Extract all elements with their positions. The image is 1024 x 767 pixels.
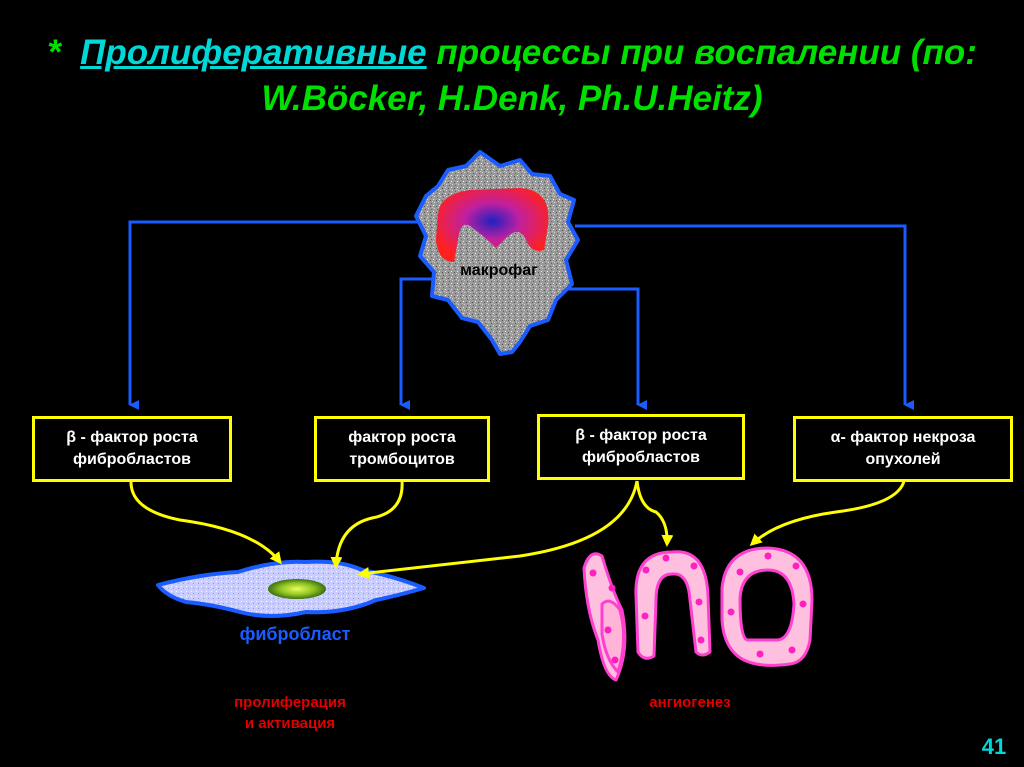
angiogenesis-vessels: [582, 546, 814, 682]
fibroblast-label: фибробласт: [239, 624, 351, 644]
title-rest: процессы при воспалении (по:: [426, 33, 977, 72]
factor-box-4: α- фактор некроза опухолей: [793, 416, 1013, 482]
slide-title: * Пролиферативные процессы при воспалени…: [0, 30, 1024, 122]
yellow-arrows: [129, 480, 906, 579]
factor-box-1-line-1: β - фактор роста: [66, 429, 198, 446]
fibroblast-nucleus: [268, 579, 326, 599]
title-emphasis: Пролиферативные: [80, 33, 427, 72]
factor-box-1: β - фактор роста фибробластов: [32, 416, 232, 482]
arrow-to-box-2: [399, 277, 440, 410]
vessel-ring: [720, 546, 814, 667]
vessel-arch: [634, 550, 712, 660]
factor-box-2-line-2: тромбоцитов: [349, 451, 455, 468]
arrow-to-box-3: [562, 287, 647, 410]
macrophage-label: макрофаг: [460, 262, 538, 279]
title-star: *: [47, 33, 61, 72]
angiogenesis-label: ангиогенез: [649, 694, 731, 711]
proliferation-label: пролиферация и активация: [190, 692, 390, 734]
factor-box-2: фактор роста тромбоцитов: [314, 416, 490, 482]
factor-box-3-line-1: β - фактор роста: [575, 427, 707, 444]
factor-box-4-line-2: опухолей: [865, 451, 941, 468]
macrophage-cell: [414, 150, 580, 356]
arrow-to-box-1: [128, 220, 430, 410]
factor-box-3-line-2: фибробластов: [582, 449, 700, 466]
vessel-nuclei: [589, 552, 807, 664]
proliferation-label-line-2: и активация: [244, 715, 336, 732]
arrow-box1-to-fibroblast: [129, 480, 282, 565]
page-number: 41: [981, 734, 1007, 759]
blue-connectors: [128, 220, 914, 410]
factor-box-4-line-1: α- фактор некроза: [830, 429, 976, 446]
arrow-to-box-4: [575, 224, 914, 410]
arrow-box3-to-fibroblast: [357, 480, 639, 579]
factor-box-3: β - фактор роста фибробластов: [537, 414, 745, 480]
title-line-2: W.Böcker, H.Denk, Ph.U.Heitz): [261, 79, 763, 118]
vessel-sprout-cell: [600, 599, 625, 674]
arrow-box2-to-fibroblast: [330, 480, 404, 569]
arrow-box4-to-angiogenesis: [749, 480, 906, 547]
factor-box-1-line-2: фибробластов: [73, 451, 191, 468]
factor-box-2-line-1: фактор роста: [348, 429, 456, 446]
title-line-1: * Пролиферативные процессы при воспалени…: [0, 30, 1024, 76]
arrow-box3-to-angiogenesis: [635, 480, 674, 547]
proliferation-label-line-1: пролиферация: [234, 694, 346, 711]
